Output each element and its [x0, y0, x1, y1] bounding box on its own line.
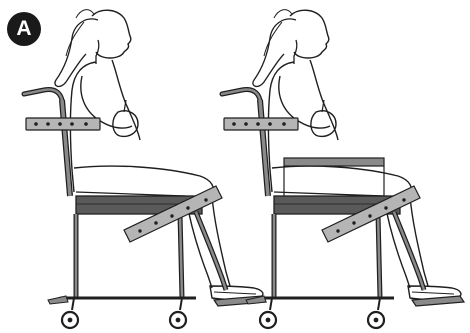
- seat-cushion-insert: [284, 158, 384, 196]
- panel-right-chair-with-person: [222, 10, 464, 328]
- panel-left-chair-with-person: [24, 10, 266, 328]
